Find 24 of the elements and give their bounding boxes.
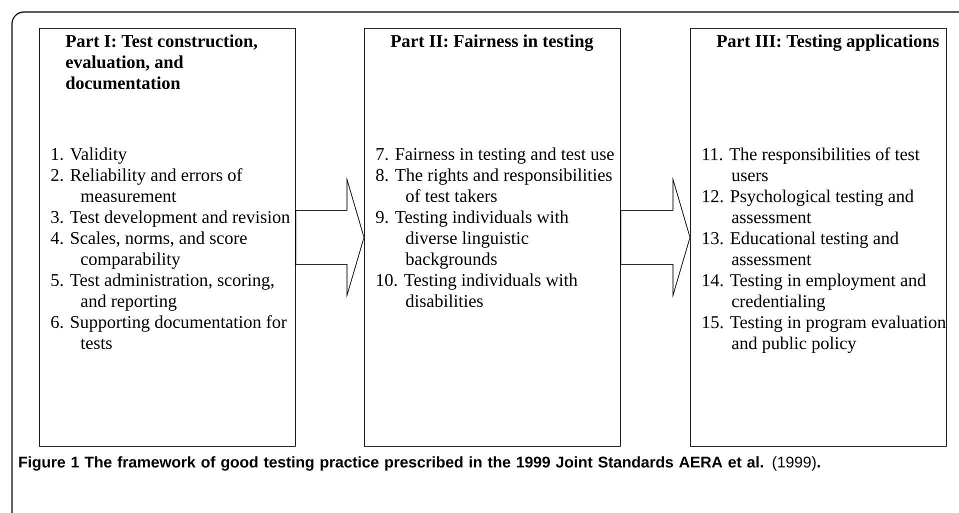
list-item: 13. Educational testing and assessment xyxy=(702,232,899,266)
list-item: 10. Testing individuals with disabilities xyxy=(376,273,578,308)
list-item: 7. Fairness in testing and test use xyxy=(376,147,614,164)
box-heading: Part II: Fairness in testing xyxy=(390,34,594,51)
list-item: 2. Reliability and errors of measurement xyxy=(51,168,242,202)
list-item: 8. The rights and responsibilities of test takers xyxy=(376,168,612,202)
list-item: 9. Testing individuals with diverse linguistic backgrounds xyxy=(376,210,568,269)
list-item: 5. Test administration, scoring, and reporting xyxy=(51,273,274,311)
part-box xyxy=(690,28,947,447)
list-item: 11. The responsibilities of test users xyxy=(702,147,920,182)
part-box xyxy=(39,28,296,447)
block-arrow xyxy=(620,176,690,298)
block-arrow xyxy=(295,176,364,298)
list-item: 6. Supporting documentation for tests xyxy=(51,315,287,350)
part-box xyxy=(364,28,621,447)
figure-caption: Figure 1 The framework of good testing practice prescribed in the 1999 Joint Standards AERA et al. (1999). xyxy=(19,456,820,471)
list-item: 12. Psychological testing and assessment xyxy=(702,190,914,224)
box-heading: Part I: Test construction, evaluation, and documentation xyxy=(66,34,258,90)
list-item: 15. Testing in program evaluation and public policy xyxy=(702,316,946,353)
list-item: 4. Scales, norms, and score comparability xyxy=(50,231,247,269)
list-item: 14. Testing in employment and credentialing xyxy=(702,274,926,311)
list-item: 1. Validity xyxy=(52,147,127,164)
box-heading: Part III: Testing applications xyxy=(716,34,939,51)
list-item: 3. Test development and revision xyxy=(51,210,290,227)
